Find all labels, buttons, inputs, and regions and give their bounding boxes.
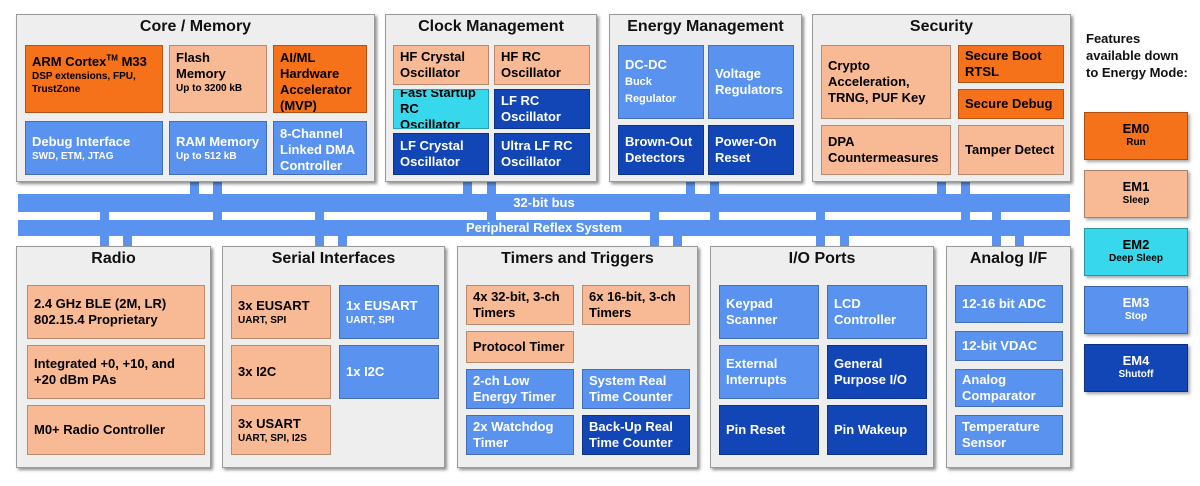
flash-memory-block: Flash Memory Up to 3200 kB [169, 45, 267, 113]
hf-crystal-block: HF Crystal Oscillator [393, 45, 489, 85]
connector [650, 212, 659, 246]
connector [937, 180, 946, 194]
radio-section: Radio 2.4 GHz BLE (2M, LR) 802.15.4 Prop… [16, 246, 211, 468]
ulf-rc-block: Ultra LF RC Oscillator [494, 133, 590, 175]
m0-radio-controller-block: M0+ Radio Controller [27, 405, 205, 455]
legend-em4: EM4 Shutoff [1084, 344, 1188, 392]
pin-reset-block: Pin Reset [719, 405, 819, 455]
section-title: I/O Ports [788, 250, 856, 267]
lf-crystal-block: LF Crystal Oscillator [393, 133, 489, 175]
i2c3-block: 3x I2C [231, 345, 331, 399]
connector [840, 236, 849, 246]
timers-16bit-block: 6x 16-bit, 3-ch Timers [582, 285, 690, 325]
protocol-timer-block: Protocol Timer [466, 331, 574, 363]
io-ports-section: I/O Ports Keypad Scanner LCD Controller … [710, 246, 934, 468]
dcdc-regulator-block: DC-DC Buck Regulator [618, 45, 704, 119]
adc-block: 12-16 bit ADC [955, 285, 1063, 323]
connector [1015, 236, 1024, 246]
brownout-detectors-block: Brown-Out Detectors [618, 125, 704, 175]
connector [710, 180, 719, 220]
keypad-scanner-block: Keypad Scanner [719, 285, 819, 339]
section-title: Timers and Triggers [501, 250, 654, 267]
legend-em1: EM1 Sleep [1084, 170, 1188, 218]
arm-cortex-block: ARM CortexTM M33 DSP extensions, FPU, Tr… [25, 45, 163, 113]
lf-rc-block: LF RC Oscillator [494, 89, 590, 129]
i2c1-block: 1x I2C [339, 345, 439, 399]
section-title: Energy Management [627, 18, 784, 35]
analog-comparator-block: Analog Comparator [955, 369, 1063, 407]
secure-debug-block: Secure Debug [958, 89, 1064, 119]
lcd-controller-block: LCD Controller [827, 285, 927, 339]
system-rtc-block: System Real Time Counter [582, 369, 690, 409]
connector [123, 236, 132, 246]
connector [992, 212, 1001, 246]
external-interrupts-block: External Interrupts [719, 345, 819, 399]
connector [961, 180, 970, 220]
dma-controller-block: 8-Channel Linked DMA Controller [273, 121, 367, 175]
connector [190, 180, 199, 194]
connector [315, 212, 324, 246]
connector [100, 212, 109, 246]
hf-rc-block: HF RC Oscillator [494, 45, 590, 85]
tamper-detect-block: Tamper Detect [958, 125, 1064, 175]
letimer-block: 2-ch Low Energy Timer [466, 369, 574, 409]
legend-em3: EM3 Stop [1084, 286, 1188, 334]
gpio-block: General Purpose I/O [827, 345, 927, 399]
bus-32bit: 32-bit bus [18, 194, 1070, 212]
backup-rtc-block: Back-Up Real Time Counter [582, 415, 690, 455]
section-title: Security [909, 18, 974, 35]
legend-em2: EM2 Deep Sleep [1084, 228, 1188, 276]
vdac-block: 12-bit VDAC [955, 331, 1063, 361]
power-on-reset-block: Power-On Reset [708, 125, 794, 175]
section-title: Core / Memory [139, 18, 252, 35]
connector [686, 180, 695, 194]
core-memory-section: Core / Memory ARM CortexTM M33 DSP exten… [16, 14, 375, 182]
aiml-accelerator-block: AI/ML Hardware Accelerator (MVP) [273, 45, 367, 113]
legend-em0: EM0 Run [1084, 112, 1188, 160]
section-title: Clock Management [418, 18, 564, 35]
security-section: Security Crypto Acceleration, TRNG, PUF … [812, 14, 1071, 182]
pin-wakeup-block: Pin Wakeup [827, 405, 927, 455]
bus-32bit-label: 32-bit bus [513, 195, 575, 210]
connector [673, 236, 682, 246]
section-title: Analog I/F [969, 250, 1048, 267]
section-title: Serial Interfaces [271, 250, 396, 267]
timers-triggers-section: Timers and Triggers 4x 32-bit, 3-ch Time… [457, 246, 698, 468]
bus-prs: Peripheral Reflex System [18, 220, 1070, 236]
crypto-block: Crypto Acceleration, TRNG, PUF Key [821, 45, 951, 119]
ble-radio-block: 2.4 GHz BLE (2M, LR) 802.15.4 Proprietar… [27, 285, 205, 339]
connector [816, 212, 825, 246]
energy-management-section: Energy Management DC-DC Buck Regulator V… [609, 14, 802, 182]
section-title: Radio [91, 250, 136, 267]
connector [213, 180, 222, 220]
analog-if-section: Analog I/F 12-16 bit ADC 12-bit VDAC Ana… [946, 246, 1071, 468]
fast-startup-rc-block: Fast Startup RC Oscillator [393, 89, 489, 129]
voltage-regulators-block: Voltage Regulators [708, 45, 794, 119]
bus-prs-label: Peripheral Reflex System [465, 220, 623, 235]
connector [463, 180, 472, 194]
temperature-sensor-block: Temperature Sensor [955, 415, 1063, 455]
connector [338, 236, 347, 246]
clock-management-section: Clock Management HF Crystal Oscillator H… [385, 14, 597, 182]
legend-heading: Features available down to Energy Mode: [1086, 31, 1188, 80]
secure-boot-block: Secure Boot RTSL [958, 45, 1064, 83]
watchdog-timer-block: 2x Watchdog Timer [466, 415, 574, 455]
connector [487, 180, 496, 220]
power-amplifiers-block: Integrated +0, +10, and +20 dBm PAs [27, 345, 205, 399]
dpa-countermeasures-block: DPA Countermeasures [821, 125, 951, 175]
timers-32bit-block: 4x 32-bit, 3-ch Timers [466, 285, 574, 325]
